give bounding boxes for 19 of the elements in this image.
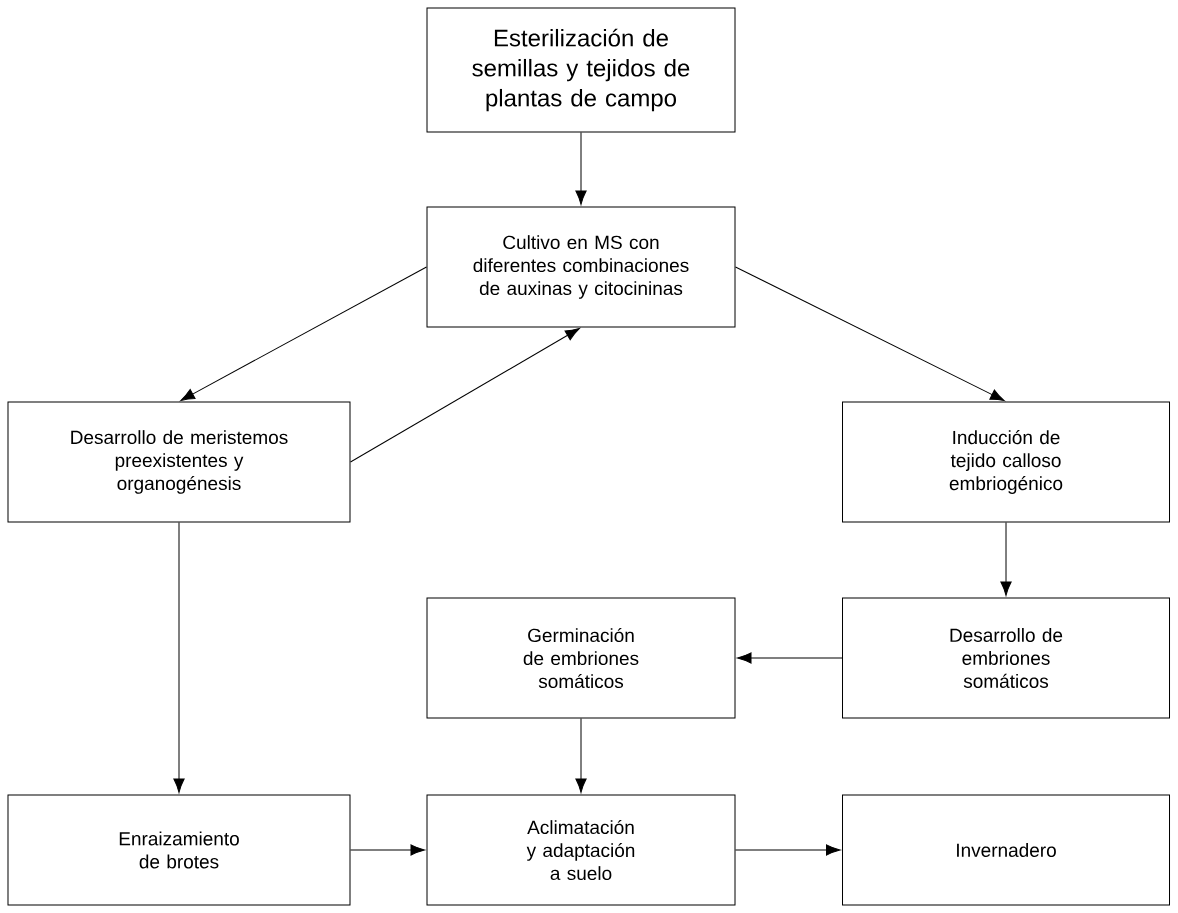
process-box: Invernadero — [842, 794, 1170, 906]
arrow — [1000, 522, 1012, 596]
process-box: Esterilización de semillas y tejidos de plantas de campo — [426, 7, 736, 133]
arrow — [350, 328, 580, 463]
arrow — [735, 844, 841, 856]
arrow — [737, 652, 843, 664]
process-box: Desarrollo de embriones somáticos — [842, 597, 1170, 719]
process-box: Enraizamiento de brotes — [7, 794, 351, 906]
arrow — [575, 718, 587, 793]
process-box: Desarrollo de meristemos preexistentes y organogénesis — [7, 401, 351, 523]
process-box: Germinación de embriones somáticos — [426, 597, 736, 719]
process-box: Cultivo en MS con diferentes combinaciones de auxinas y citocininas — [426, 206, 736, 328]
arrow — [350, 844, 425, 856]
arrow — [575, 132, 587, 205]
process-box: Inducción de tejido calloso embriogénico — [842, 401, 1170, 523]
arrow — [173, 522, 185, 793]
arrow — [735, 266, 1005, 402]
process-box: Aclimatación y adaptación a suelo — [426, 794, 736, 906]
arrow — [180, 266, 427, 401]
